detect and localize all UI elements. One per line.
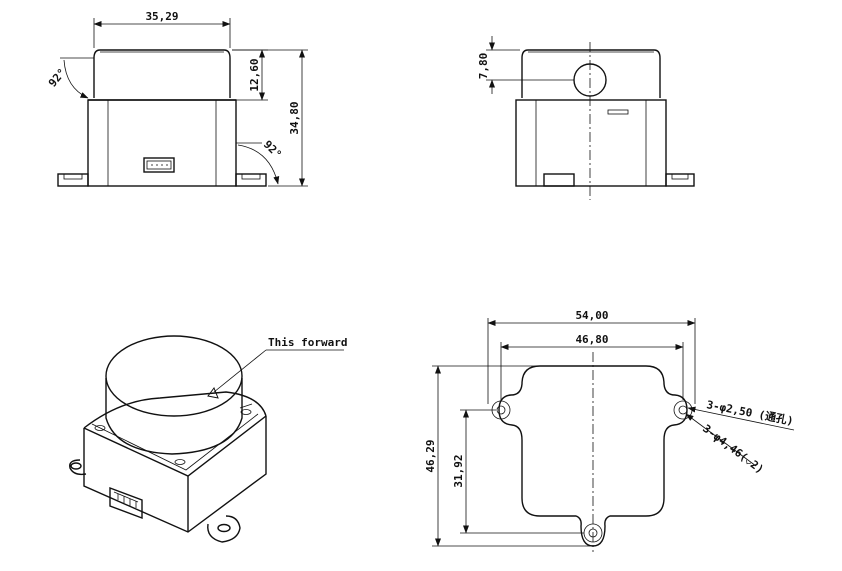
through-hole-leader: 3-φ2,50 (通孔) (687, 398, 795, 431)
inner-width-label: 46,80 (575, 333, 608, 346)
forward-arrow-icon (207, 386, 219, 399)
inner-width-dimension: 46,80 (500, 333, 684, 400)
cap-height-dimension: 12,60 (232, 49, 268, 101)
cap-height-label: 12,60 (248, 58, 261, 91)
inner-height-label: 31,92 (452, 454, 465, 487)
front-view-body (57, 49, 267, 187)
isometric-view: This forward (69, 335, 347, 543)
total-height-label: 34,80 (288, 101, 301, 134)
outer-width-dimension: 54,00 (487, 309, 696, 404)
outer-height-label: 46,29 (424, 439, 437, 472)
hole-height-label: 7,80 (477, 53, 490, 80)
total-height-dimension: 34,80 (232, 49, 308, 187)
connector-port (143, 157, 175, 173)
side-view-body (515, 42, 695, 200)
through-hole-label: 3-φ2,50 (通孔) (705, 398, 794, 428)
forward-label: This forward (268, 336, 347, 349)
counterbore-label: 3-φ4,46(⌵2) (700, 422, 766, 476)
cap-top (105, 335, 243, 417)
counterbore-leader: 3-φ4,46(⌵2) (685, 413, 766, 476)
outer-width-label: 54,00 (575, 309, 608, 322)
hole-height-dimension: 7,80 (477, 36, 574, 94)
outer-height-dimension: 46,29 (424, 365, 590, 547)
inner-height-dimension: 31,92 (452, 409, 584, 534)
front-view: 35,29 12,60 34,80 92° 92° (46, 10, 308, 187)
bottom-outline (491, 352, 693, 552)
bottom-view: 54,00 46,80 46,29 31,92 3-φ2,50 (通孔) (424, 309, 795, 552)
side-view: 7,80 (477, 36, 695, 200)
angle-top-annotation: 92° (46, 57, 94, 99)
width-dimension: 35,29 (93, 10, 231, 48)
width-label: 35,29 (145, 10, 178, 23)
iso-connector-port (109, 486, 143, 520)
